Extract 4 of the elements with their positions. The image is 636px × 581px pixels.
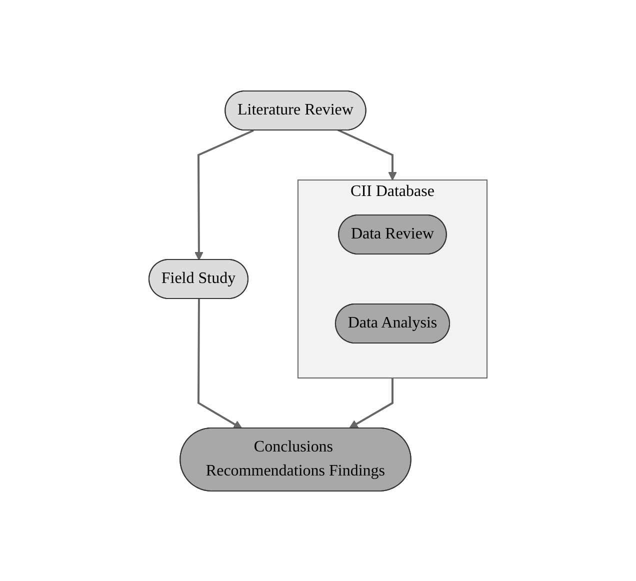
arrow	[338, 128, 397, 180]
arrow	[349, 378, 394, 428]
arrow	[194, 129, 254, 260]
arrow	[197, 298, 242, 428]
